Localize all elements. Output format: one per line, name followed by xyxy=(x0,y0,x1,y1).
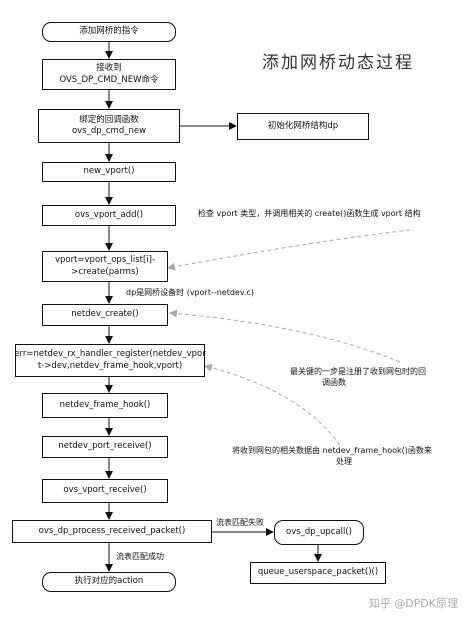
node-netdev-create: netdev_create() xyxy=(42,304,168,326)
node-receive-cmd-line1: 接收到 xyxy=(96,63,122,74)
node-process-received-packet-label: ovs_dp_process_received_packet() xyxy=(38,525,186,536)
node-init-dp: 初始化网桥结构dp xyxy=(237,113,369,140)
node-frame-hook-label: netdev_frame_hook() xyxy=(59,399,151,410)
node-queue-userspace-packet: queue_userspace_packet()() xyxy=(250,562,386,584)
annotation-flow-hit: 流表匹配成功 xyxy=(116,552,164,561)
node-init-dp-label: 初始化网桥结构dp xyxy=(267,120,339,131)
node-vport-create-line1: vport=vport_ops_list[i]- xyxy=(54,255,156,266)
annotation-dp-netdev: dp是网桥设备时 (vport--netdev.c) xyxy=(126,288,255,297)
dashed-key xyxy=(169,309,401,363)
node-rx-handler-register: err=netdev_rx_handler_register(netdev_vp… xyxy=(14,344,206,377)
node-rx-handler-register-line1: err=netdev_rx_handler_register(netdev_vp… xyxy=(14,349,206,360)
dashed-pass xyxy=(204,363,341,446)
node-execute-action: 执行对应的action xyxy=(42,572,176,592)
node-queue-userspace-packet-label: queue_userspace_packet()() xyxy=(257,567,379,578)
dashed-check xyxy=(167,229,411,271)
node-start-label: 添加网桥的指令 xyxy=(79,26,139,37)
node-bind-callback-line2: ovs_dp_cmd_new xyxy=(71,126,147,136)
node-vport-create: vport=vport_ops_list[i]- >create(parms) xyxy=(42,251,168,282)
node-rx-handler-register-line2: t->dev,netdev_frame_hook,vport) xyxy=(37,360,183,371)
annotation-pass-to-hook-line1: 将收到网包的相关数据由 netdev_frame_hook()函数来 xyxy=(232,446,432,455)
node-receive-cmd: 接收到 OVS_DP_CMD_NEW命令 xyxy=(42,59,176,90)
node-new-vport-label: new_vport() xyxy=(83,166,135,177)
node-vport-receive: ovs_vport_receive() xyxy=(42,479,168,503)
node-process-received-packet: ovs_dp_process_received_packet() xyxy=(12,520,212,543)
node-netdev-create-label: netdev_create() xyxy=(71,309,139,320)
node-dp-upcall: ovs_dp_upcall() xyxy=(274,520,364,545)
annotation-check-vport: 检查 vport 类型，并调用相关的 create()函数生成 vport 结构 xyxy=(198,209,421,218)
node-vport-receive-label: ovs_vport_receive() xyxy=(63,485,147,496)
node-port-receive: netdev_port_receive() xyxy=(42,436,168,458)
annotation-key-step: 最关键的一步是注册了收到网包时的回 调函数 xyxy=(290,367,465,389)
node-vport-add: ovs_vport_add() xyxy=(42,205,176,226)
node-start: 添加网桥的指令 xyxy=(42,22,176,42)
annotation-pass-to-hook: 将收到网包的相关数据由 netdev_frame_hook()函数来 处理 xyxy=(232,446,472,468)
annotation-key-step-line2: 调函数 xyxy=(322,377,346,387)
annotation-key-step-line1: 最关键的一步是注册了收到网包时的回 xyxy=(290,367,426,376)
node-vport-create-line2: >create(parms) xyxy=(71,266,139,277)
node-receive-cmd-line2: OVS_DP_CMD_NEW命令 xyxy=(59,74,159,85)
node-dp-upcall-label: ovs_dp_upcall() xyxy=(286,526,352,537)
node-vport-add-label: ovs_vport_add() xyxy=(74,209,144,220)
annotation-pass-to-hook-line2: 处理 xyxy=(336,456,352,466)
node-new-vport: new_vport() xyxy=(42,162,176,182)
annotation-flow-miss: 流表匹配失败 xyxy=(216,518,264,527)
node-execute-action-label: 执行对应的action xyxy=(74,576,144,587)
node-bind-callback-line1: 绑定的回调函数 xyxy=(79,114,139,125)
node-bind-callback: 绑定的回调函数 ovs_dp_cmd_new xyxy=(38,109,180,143)
node-port-receive-label: netdev_port_receive() xyxy=(58,441,152,452)
watermark: 知乎 @DPDK原理 xyxy=(368,597,458,610)
node-frame-hook: netdev_frame_hook() xyxy=(42,393,168,418)
diagram-title: 添加网桥动态过程 xyxy=(262,53,414,73)
